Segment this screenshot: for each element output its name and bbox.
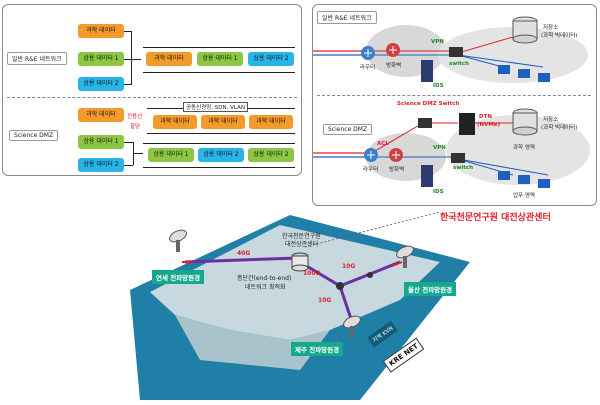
dmz-output-science-1: 과학 데이터 [153,115,197,129]
shared-link-dmz-top [143,143,295,144]
general-input-commercial-2: 상용 데이터 2 [78,77,124,91]
router-label: 라우터 [360,65,376,71]
dtn-label: DTN [479,114,492,120]
dedicated-link-bottom [147,133,295,134]
general-output-commercial-2: 상용 데이터 2 [248,52,294,66]
shared-link-dmz-bottom [143,167,295,168]
link-west [184,256,299,264]
acl-label: ACL [377,141,389,147]
general-input-science: 과학 데이터 [78,24,124,38]
site-east-label: 울산 전파망원경 [404,282,457,296]
network-diagram [313,16,590,188]
link-south-label: 10G [318,297,332,304]
network-architecture-panel: 일반 R&E 네트워크 Science DMZ [312,4,597,206]
storage-sub-label-dmz: (과학 빅데이터) [541,125,578,131]
general-output-commercial-1: 상용 데이터 1 [197,52,243,66]
vpn-label-dmz: VPN [433,145,446,151]
general-input-commercial-1: 상용 데이터 1 [78,52,124,66]
link-east-label: 10G [342,263,356,270]
connector [124,31,131,32]
link-west-label: 40G [237,250,251,257]
section-label-general-network: 일반 R&E 네트워크 [7,52,67,65]
switch-icon-dmz [451,153,465,163]
firewall-label: 방화벽 [386,63,402,69]
data-flow-panel: 일반 R&E 네트워크 Science DMZ 과학 데이터 상용 데이터 1 … [2,4,302,176]
cloud-upper-right [438,27,588,83]
dmz-input-commercial-1: 상용 데이터 1 [78,135,124,149]
land-shade [175,315,330,370]
allocation-label: 할당 [130,124,141,130]
section-divider [7,97,297,98]
shared-network-label: 공동신경망, SDN, VLAN [183,102,248,112]
switch-label-dmz: switch [453,165,474,171]
shared-link-top [143,47,295,48]
science-area-label: 과학 영역 [513,145,535,151]
hub-node [367,272,373,278]
telescope-west-icon [169,229,187,252]
hub-node [336,282,344,290]
dmz-switch-icon [418,118,432,128]
center-label-line1: 한국천문연구원 [282,233,321,240]
section-divider-right [317,95,591,96]
e2e-label-line1: 종단간(end-to-end) [237,275,292,282]
dmz-output-commercial-1: 상용 데이터 1 [148,148,194,162]
ids-server-icon [421,60,433,82]
router-label-dmz: 라우터 [363,167,379,173]
dedicated-line-label: 전용선 [127,114,143,120]
dtn-server-icon [459,113,475,135]
link-south [338,285,354,323]
pointer-line [304,211,441,248]
section-label-science-dmz: Science DMZ [9,130,59,141]
workstation-icon-dmz [498,171,510,180]
connector [124,84,131,85]
telescope-south-icon [343,315,361,338]
dmz-output-commercial-2b: 상용 데이터 2 [248,148,294,162]
land [150,225,440,340]
site-west-label: 연세 전파망원경 [152,270,205,284]
business-area-label: 업무 영역 [513,193,535,199]
dmz-input-science: 과학 데이터 [78,108,124,122]
merge-line [131,31,132,85]
e2e-label-line2: 네트워크 최적화 [245,284,286,291]
storage-sub-label: (과학 빅데이터) [541,33,578,39]
dtn-nvme-label: (NVMe) [477,122,501,128]
switch-icon [449,47,463,57]
switch-label: switch [449,61,470,67]
general-output-science: 과학 데이터 [146,52,192,66]
dmz-output-commercial-2a: 상용 데이터 2 [198,148,244,162]
dmz-output-science-3: 과학 데이터 [249,115,293,129]
center-title: 한국천문연구원 대전상관센터 [440,213,551,223]
section-label-science-dmz-right: Science DMZ [323,124,373,135]
telescope-east-icon [396,245,414,268]
section-label-general-network-right: 일반 R&E 네트워크 [317,11,377,24]
connector [124,59,131,60]
ids-server-icon-dmz [421,165,433,187]
workstation-icon [538,73,550,82]
ids-label: IDS [433,83,444,89]
connector [131,59,141,60]
vpn-label: VPN [431,39,444,45]
workstation-icon-dmz [538,179,550,188]
storage-label-dmz: 저장소 [543,117,559,123]
site-south-label: 제주 전파망원경 [291,342,344,356]
ids-label-dmz: IDS [433,189,444,195]
link-center-label: 100G [303,270,321,277]
storage-label: 저장소 [543,25,559,31]
dmz-output-science-2: 과학 데이터 [201,115,245,129]
workstation-icon [518,69,530,78]
connector [124,165,133,166]
cloud-lower-right [446,115,590,185]
center-label-line2: 대전상관센터 [285,241,319,248]
connector [133,153,143,154]
workstation-icon-dmz [518,175,530,184]
dmz-switch-label: Science DMZ Switch [397,101,460,107]
shared-link-bottom [143,72,295,73]
connector [124,142,133,143]
dmz-input-commercial-2: 상용 데이터 2 [78,158,124,172]
workstation-icon [498,65,510,74]
firewall-label-dmz: 방화벽 [389,167,405,173]
